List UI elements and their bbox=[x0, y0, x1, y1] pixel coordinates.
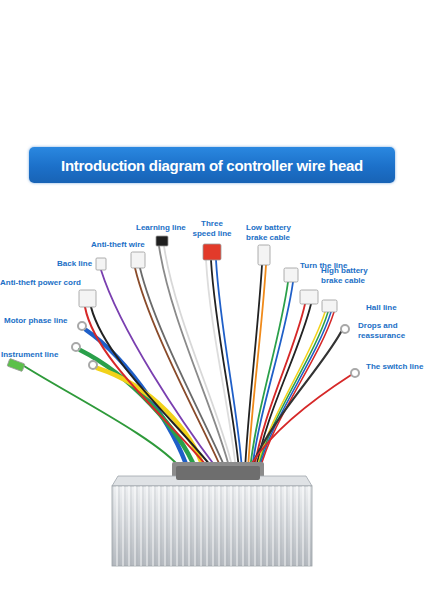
power-cord-plug bbox=[79, 290, 96, 307]
three-speed-wire bbox=[211, 260, 239, 470]
title-banner: Introduction diagram of controller wire … bbox=[29, 147, 395, 183]
wire-label: Anti-theft wire bbox=[91, 240, 145, 250]
brake-plug bbox=[300, 290, 318, 304]
wire-label: Instrument line bbox=[1, 350, 58, 360]
three-speed-wire bbox=[206, 260, 236, 470]
ring-terminal bbox=[351, 369, 359, 377]
wire-exit-block bbox=[176, 466, 260, 480]
three-speed-plug bbox=[203, 244, 221, 260]
anti-theft-plug bbox=[131, 252, 145, 268]
wire-label: High battery brake cable bbox=[321, 266, 373, 285]
ring-terminals bbox=[72, 322, 359, 377]
ring-terminal bbox=[72, 343, 80, 351]
box-body bbox=[112, 486, 312, 566]
switch-wire bbox=[248, 375, 351, 470]
drops-wire bbox=[250, 332, 341, 470]
anti-theft-wire bbox=[140, 268, 226, 470]
wire-label: Drops and reassurance bbox=[358, 321, 408, 340]
wire-label: The switch line bbox=[366, 362, 423, 372]
turn-wire bbox=[252, 282, 293, 470]
title-text: Introduction diagram of controller wire … bbox=[61, 157, 363, 174]
wire-label: Hall line bbox=[366, 303, 397, 313]
controller-box bbox=[112, 462, 312, 566]
motor-phase-wire bbox=[86, 330, 188, 470]
power-cord-wire bbox=[85, 307, 210, 470]
ring-terminal bbox=[341, 325, 349, 333]
motor-phase-wire bbox=[97, 368, 204, 470]
hall-wire bbox=[260, 312, 334, 470]
brake-plug bbox=[258, 245, 270, 265]
wire-label: Low battery brake cable bbox=[246, 223, 296, 242]
wire-exit-block bbox=[172, 462, 264, 482]
back-plug bbox=[96, 258, 106, 270]
wire-label: Back line bbox=[57, 259, 92, 269]
instrument-plug bbox=[7, 359, 25, 372]
instrument-wire bbox=[24, 366, 182, 470]
wire-label: Three speed line bbox=[190, 219, 234, 238]
ring-terminal bbox=[78, 322, 86, 330]
three-speed-wire bbox=[216, 260, 242, 470]
hall-plug bbox=[322, 300, 337, 312]
wire-label: Motor phase line bbox=[4, 316, 68, 326]
power-cord-wire bbox=[91, 307, 214, 470]
box-fins bbox=[112, 486, 312, 566]
wire-label: Learning line bbox=[136, 223, 186, 233]
learning-plug bbox=[156, 236, 168, 246]
turn-plug bbox=[284, 268, 298, 282]
ring-terminal bbox=[89, 361, 97, 369]
wire-label: Anti-theft power cord bbox=[0, 278, 81, 288]
